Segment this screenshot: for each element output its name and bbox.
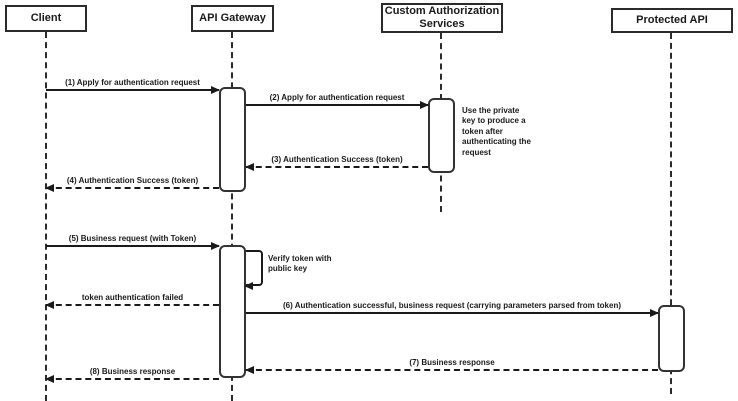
- note-verify-token: Verify token with public key: [268, 254, 332, 274]
- message-5-label: (5) Business request (with Token): [68, 234, 197, 243]
- arrowhead-right-icon: [650, 309, 659, 317]
- arrowhead-right-icon: [211, 86, 220, 94]
- participant-client-label: Client: [30, 12, 62, 25]
- self-message-verify-token: [244, 250, 263, 290]
- arrowhead-right-icon: [211, 242, 220, 250]
- message-2-label: (2) Apply for authentication request: [269, 93, 405, 102]
- message-4-line: [46, 187, 219, 189]
- message-6-label: (6) Authentication successful, business …: [282, 301, 622, 310]
- message-8-line: [46, 378, 219, 380]
- message-4-label: (4) Authentication Success (token): [66, 176, 199, 185]
- lifeline-protected-api: [670, 33, 672, 394]
- participant-custom-authorization-services: Custom Authorization Services: [381, 3, 503, 33]
- message-7-line: [246, 369, 658, 371]
- participant-api-gateway-label: API Gateway: [199, 12, 266, 25]
- lifeline-client: [45, 32, 47, 401]
- message-8-label: (8) Business response: [89, 367, 176, 376]
- participant-protected-api: Protected API: [611, 8, 733, 33]
- arrowhead-left-icon: [245, 163, 254, 171]
- arrowhead-right-icon: [420, 101, 429, 109]
- arrowhead-left-icon: [45, 375, 54, 383]
- message-5-line: [46, 245, 219, 247]
- participant-protected-api-label: Protected API: [636, 14, 708, 27]
- message-token-auth-failed-line: [46, 304, 219, 306]
- message-1-label: (1) Apply for authentication request: [65, 78, 200, 87]
- participant-client: Client: [5, 5, 87, 32]
- message-6-line: [246, 312, 658, 314]
- note-private-key: Use the private key to produce a token a…: [462, 106, 531, 157]
- participant-api-gateway: API Gateway: [191, 5, 274, 32]
- arrowhead-left-icon: [45, 184, 54, 192]
- message-2-line: [246, 104, 428, 106]
- message-3-line: [246, 166, 428, 168]
- message-3-label: (3) Authentication Success (token): [271, 155, 403, 164]
- activation-protected-api: [658, 305, 685, 372]
- arrowhead-left-icon: [244, 282, 253, 290]
- activation-api-gateway-business: [219, 245, 246, 378]
- arrowhead-left-icon: [45, 301, 54, 309]
- message-token-auth-failed-label: token authentication failed: [81, 293, 184, 302]
- arrowhead-left-icon: [245, 366, 254, 374]
- message-7-label: (7) Business response: [409, 358, 495, 367]
- activation-custom-authorization-services: [428, 98, 455, 173]
- lifeline-api-gateway: [231, 32, 233, 401]
- activation-api-gateway-auth: [219, 87, 246, 192]
- message-1-line: [46, 89, 219, 91]
- participant-custom-authorization-services-label: Custom Authorization Services: [384, 5, 500, 30]
